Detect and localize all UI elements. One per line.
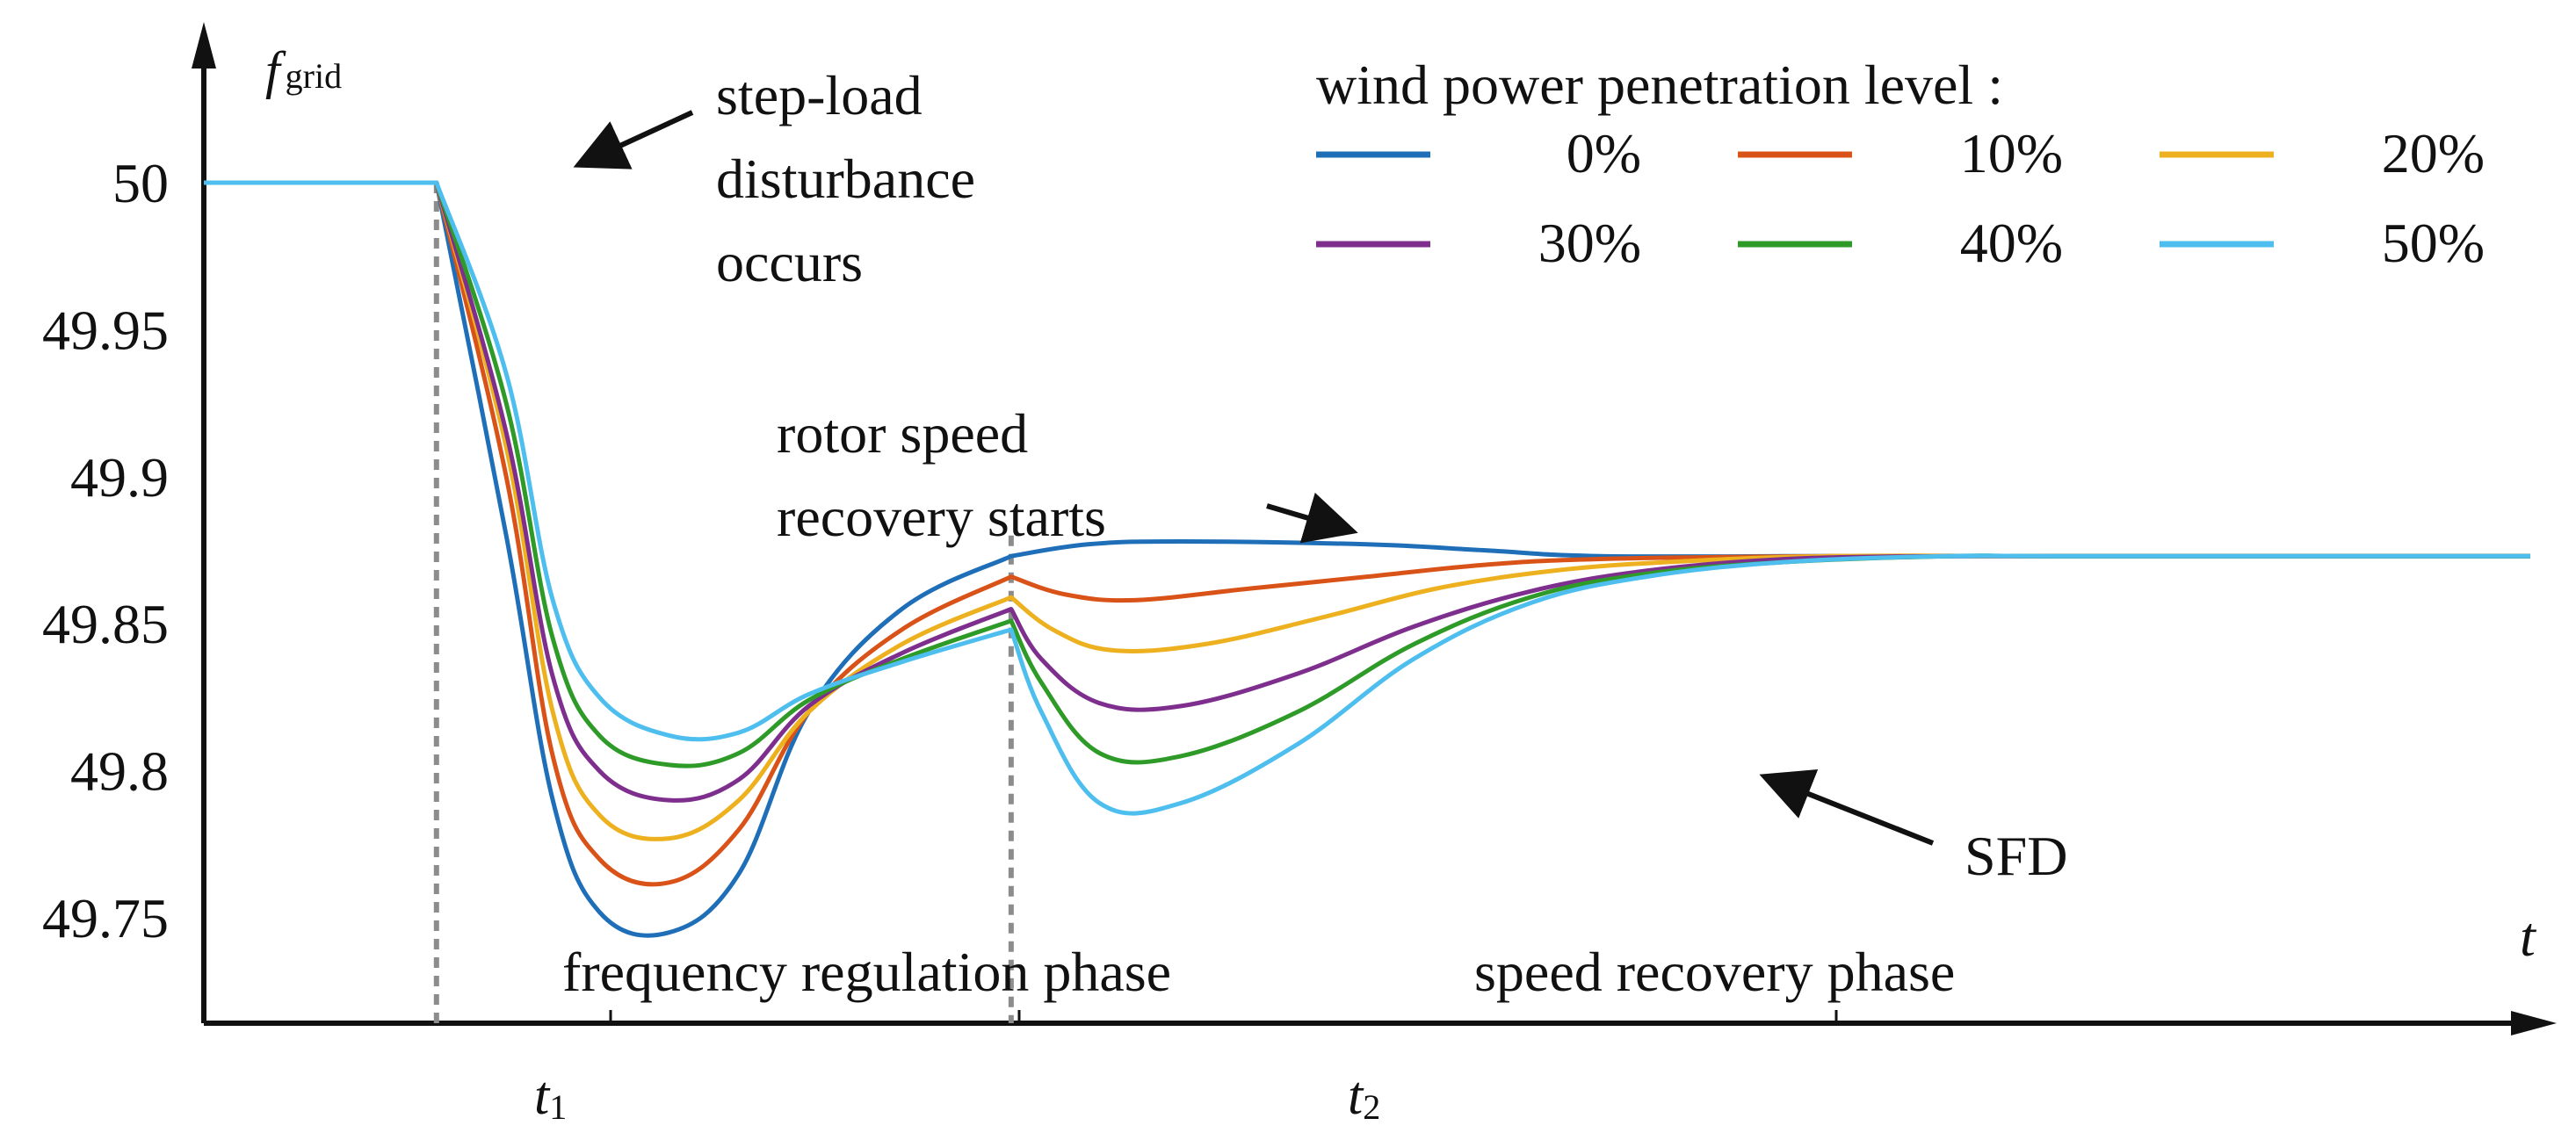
- y-ticks: 50 49.95 49.9 49.85 49.8 49.75: [42, 152, 169, 949]
- annotation-recovery: rotor speed recovery starts: [777, 402, 1106, 548]
- legend-label: 20%: [2382, 122, 2485, 184]
- axes: [192, 22, 2557, 1035]
- series-line-0pct: [203, 180, 2530, 938]
- y-tick-label: 49.95: [42, 299, 169, 361]
- legend-label: 10%: [1960, 122, 2063, 184]
- legend-label: 50%: [2382, 212, 2485, 274]
- series-lines: [203, 180, 2530, 938]
- annotations: step-load disturbance occurs rotor speed…: [562, 64, 2067, 1003]
- annotation-disturbance-line-3: occurs: [716, 231, 863, 293]
- y-tick-label: 49.9: [70, 446, 169, 509]
- recovery-arrow: [1266, 492, 1358, 544]
- t1-label: t1: [534, 1066, 567, 1127]
- series-line-10pct: [203, 180, 2530, 887]
- annotation-sfd: SFD: [1965, 825, 2067, 887]
- legend-item: 50%: [2160, 212, 2485, 274]
- disturbance-arrow: [573, 110, 694, 170]
- legend-label: 30%: [1538, 212, 1641, 274]
- annotation-recovery-line-1: rotor speed: [777, 402, 1028, 465]
- sfd-arrow: [1759, 768, 1935, 846]
- t2-label: t2: [1348, 1066, 1380, 1127]
- phase-frequency-regulation: frequency regulation phase: [562, 941, 1171, 1003]
- y-tick-label: 49.75: [42, 887, 169, 949]
- legend-label: 40%: [1960, 212, 2063, 274]
- y-axis-arrow-icon: [192, 22, 216, 69]
- legend-item: 40%: [1738, 212, 2063, 274]
- x-axis-label: t: [2520, 906, 2537, 968]
- series-line-50pct: [203, 180, 2530, 816]
- series-line-20pct: [203, 180, 2530, 841]
- legend-title: wind power penetration level :: [1316, 54, 2003, 116]
- phase-speed-recovery: speed recovery phase: [1474, 941, 1955, 1003]
- annotation-disturbance-line-1: step-load: [716, 64, 923, 126]
- legend-item: 30%: [1316, 212, 1641, 274]
- legend-label: 0%: [1567, 122, 1641, 184]
- y-axis-label-subscript: grid: [286, 56, 342, 96]
- legend: wind power penetration level : 0% 10% 20% 3…: [1316, 54, 2485, 274]
- y-tick-label: 50: [112, 152, 169, 214]
- annotation-disturbance: step-load disturbance occurs: [716, 64, 989, 293]
- time-markers: [433, 183, 1014, 1023]
- legend-items: 0% 10% 20% 30% 40% 50%: [1316, 122, 2485, 274]
- annotation-recovery-line-2: recovery starts: [777, 486, 1106, 548]
- y-tick-label: 49.8: [70, 740, 169, 803]
- legend-item: 0%: [1316, 122, 1641, 184]
- legend-item: 20%: [2160, 122, 2485, 184]
- x-axis-arrow-icon: [2511, 1011, 2557, 1035]
- legend-item: 10%: [1738, 122, 2063, 184]
- y-tick-label: 49.85: [42, 593, 169, 655]
- annotation-disturbance-line-2: disturbance: [716, 148, 975, 210]
